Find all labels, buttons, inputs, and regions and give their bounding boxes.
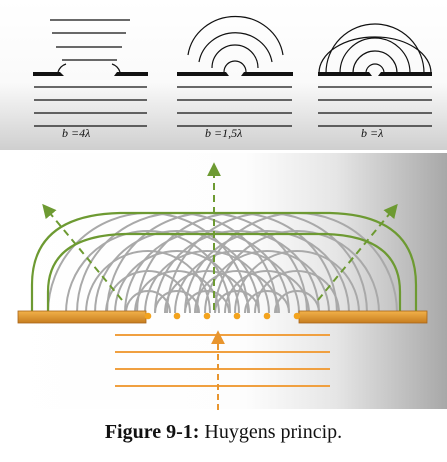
incident-plane-waves <box>115 334 330 387</box>
envelope-wavefront-outer <box>30 211 418 312</box>
diffracted-wavefront <box>365 63 385 74</box>
huygens-wavelet-arc <box>144 250 270 314</box>
huygens-wavelet-arc <box>94 230 260 314</box>
diffracted-wavefront <box>198 32 273 63</box>
diffracted-wavefront <box>325 23 425 74</box>
diffraction-diagram-lambda <box>318 23 432 127</box>
secondary-source-point <box>203 312 211 320</box>
secondary-source-point <box>144 312 152 320</box>
wall-left <box>318 72 372 76</box>
huygens-wavelet-arc <box>214 230 380 314</box>
wall-right <box>241 72 293 76</box>
figure-caption-text: Huygens princip. <box>204 421 343 443</box>
diffracted-wavefront <box>223 60 247 73</box>
secondary-sources <box>144 312 301 320</box>
figure-caption: Figure 9-1: Huygens princip. <box>0 421 447 444</box>
huygens-wavelet-arc <box>105 270 191 314</box>
label-b-1-5-lambda: b =1,5λ <box>205 126 242 140</box>
huygens-wavelet-arc <box>114 250 240 314</box>
slit-barrier-left <box>17 310 147 324</box>
wall-right <box>114 72 148 76</box>
label-b-lambda: b =λ <box>361 126 383 140</box>
single-slit-diffraction-panel: b =4λ b =1,5λ <box>0 0 447 150</box>
huygens-wavelet-arc <box>244 290 290 314</box>
wall-right <box>378 72 432 76</box>
edge-curve <box>57 63 67 73</box>
huygens-wavelet-arc <box>234 250 360 314</box>
diffracted-wavefront <box>352 50 398 74</box>
wall-left <box>177 72 229 76</box>
huygens-wavelet-arc <box>184 230 350 314</box>
slit-barrier-right <box>298 310 428 324</box>
huygens-principle-panel <box>0 153 447 410</box>
huygens-wavelet-arc <box>274 290 320 314</box>
huygens-wavelet-arc <box>154 230 320 314</box>
edge-curve <box>111 63 121 73</box>
diffraction-diagram-4-lambda <box>33 19 148 127</box>
secondary-source-point <box>293 312 301 320</box>
huygens-wavelet-arc <box>124 230 290 314</box>
propagation-arrow-right <box>317 203 398 301</box>
envelope-wavefront-inner <box>46 232 402 312</box>
label-b-4-lambda: b =4λ <box>62 126 90 140</box>
diffraction-diagram-1-5-lambda <box>177 15 293 127</box>
huygens-wavelet-arc <box>174 250 300 314</box>
huygens-wavelet-arc <box>224 270 310 314</box>
wall-left <box>33 72 64 76</box>
huygens-wavelet-arc <box>214 290 260 314</box>
diffracted-wavefront <box>339 37 411 74</box>
huygens-wavelet-arc <box>184 290 230 314</box>
diffracted-wavefront <box>187 15 284 56</box>
diffracted-wavefront <box>318 36 432 74</box>
huygens-wavelet-arc <box>204 250 330 314</box>
propagation-arrow-left <box>42 203 123 301</box>
diffracted-wavefront <box>211 44 259 69</box>
huygens-wavelet-arc <box>254 270 340 314</box>
secondary-source-point <box>263 312 271 320</box>
secondary-source-point <box>173 312 181 320</box>
secondary-source-point <box>233 312 241 320</box>
figure-number: Figure 9-1: <box>104 421 200 443</box>
